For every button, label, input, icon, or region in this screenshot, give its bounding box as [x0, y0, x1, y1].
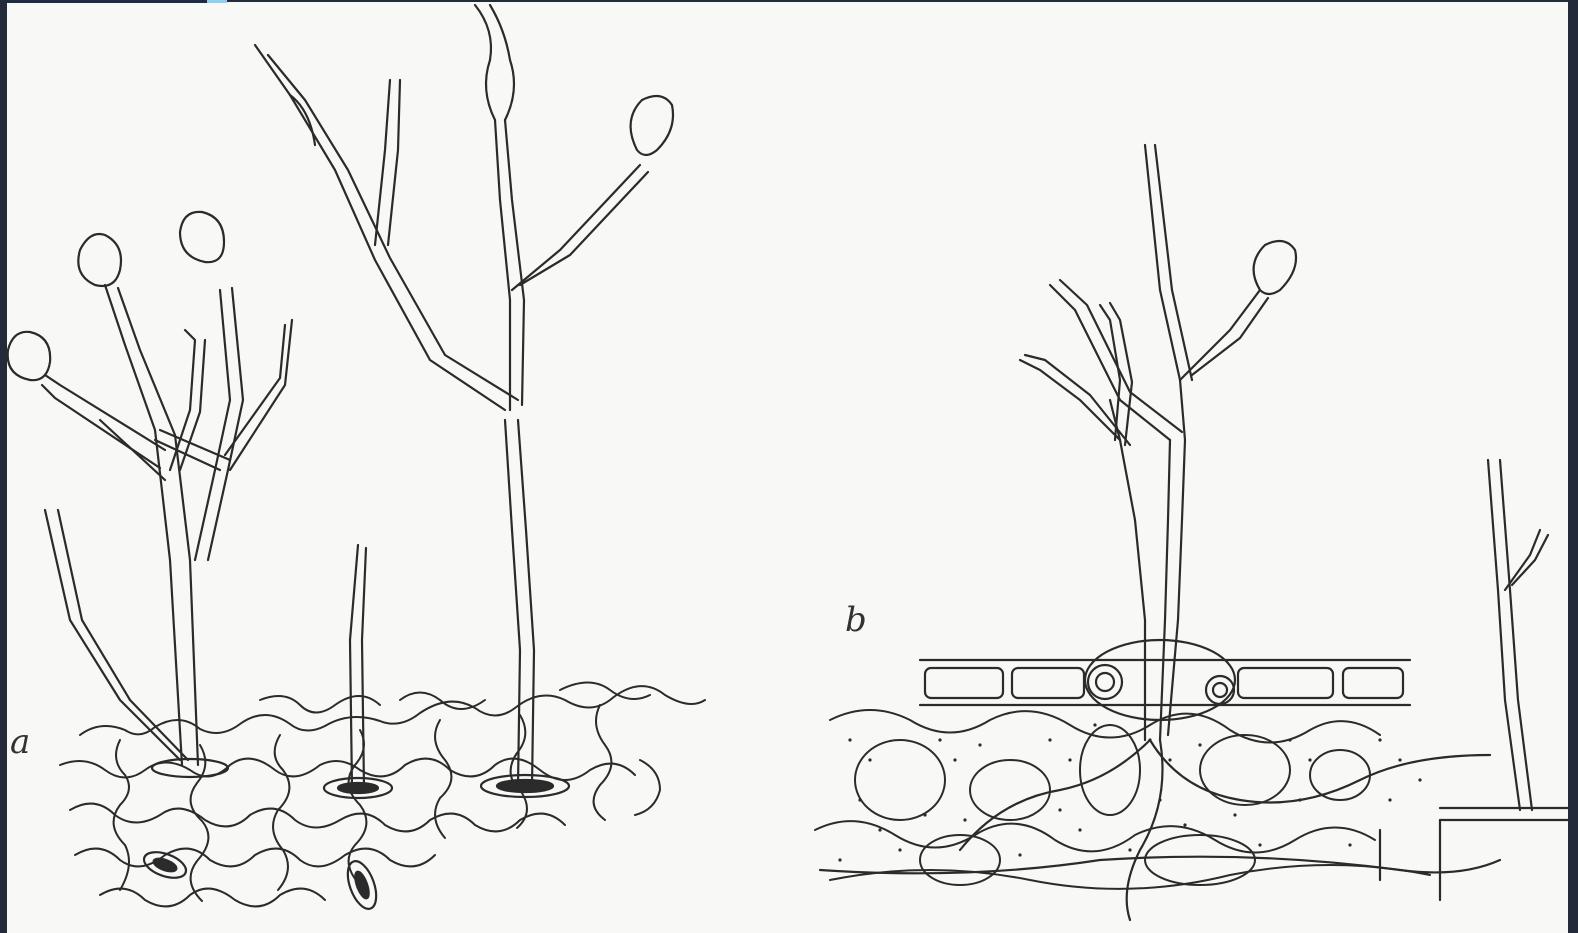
panel-label-b: b: [845, 600, 867, 640]
panel-a-stomata: [141, 847, 382, 912]
panel-b-stipple: [838, 723, 1421, 861]
panel-a-openings: [152, 759, 569, 798]
panel-label-a: a: [10, 722, 30, 762]
panel-b-epidermis-row: [920, 640, 1410, 720]
panel-b-sporangiophore: [1020, 145, 1296, 740]
panel-b-drawing: [815, 145, 1568, 920]
panel-a-left-sporangiophore: [8, 212, 292, 765]
panel-a-drawing: [8, 5, 705, 913]
panel-b-right-stalk: [1440, 460, 1568, 820]
panel-a-tall-sporangiophore: [255, 5, 673, 786]
panel-a-short-stalk: [350, 545, 366, 788]
panel-b-hyphae: [820, 740, 1500, 920]
